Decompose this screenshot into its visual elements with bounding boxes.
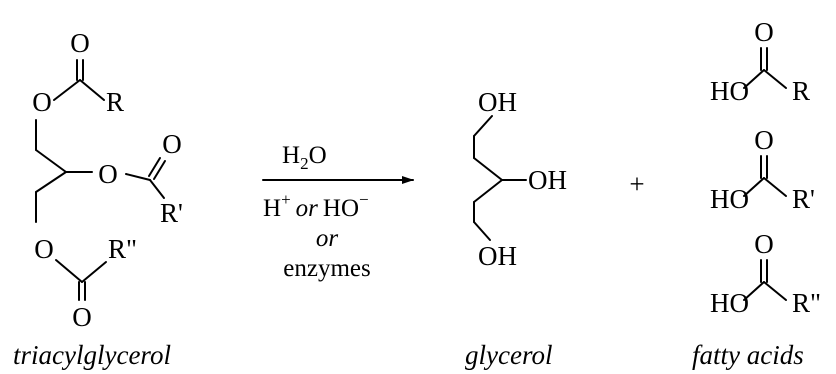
atom-oh-top: OH [478,87,517,117]
triacylglycerol-caption: triacylglycerol [13,340,171,370]
fatty-acids-caption: fatty acids [692,340,804,370]
atom-r1: R [106,87,124,117]
enzyme-catalyst: enzymes [283,255,370,282]
atom-o3-carbonyl: O [72,302,92,332]
bond-c-r-1 [763,69,787,89]
atom-o2-ester: O [98,159,118,189]
glycerol-structure: OH OH OH glycerol [465,87,567,370]
atom-r2: R' [160,198,183,228]
bond-c-r-3 [763,281,787,301]
triacylglycerol-structure: O O R O O R' O R" O triacylglycerol [13,28,183,370]
fatty-acids-structure: O HO R O HO R' O HO R" fatty acids [692,17,821,370]
atom-ho-3: HO [710,288,749,318]
fatty-acid-3: O HO R" [710,229,821,318]
bond-ho-c-2 [743,177,765,197]
triacylglycerol-atoms: O O R O O R' O R" O [32,28,183,332]
atom-oh-bottom: OH [478,241,517,271]
glycerol-bonds [473,115,527,241]
double-bond-c-o2-a [148,157,161,177]
atom-o2-carbonyl: O [162,129,182,159]
bond-c5-oh-bottom [473,221,491,241]
glycerol-caption: glycerol [465,340,552,370]
double-bond-c-o2-b [153,160,166,180]
atom-r-2: R' [792,184,815,214]
atom-oh-mid: OH [528,165,567,195]
bond-o2-c [125,173,151,181]
atom-o1-ester: O [32,87,52,117]
atom-ho-1: HO [710,76,749,106]
bond-o3-c [55,259,83,283]
atom-r3: R" [108,234,137,264]
fatty-acid-1: O HO R [710,17,810,106]
atom-o3-ester: O [34,234,54,264]
atom-o1-carbonyl: O [70,28,90,58]
bond-ho-c-3 [743,281,765,301]
reagent-water: H2O [282,142,327,173]
bond-c2-c3 [473,157,503,181]
plus-sign: + [629,169,644,199]
bond-c-r2 [149,179,165,199]
bond-oh-top-c1 [473,115,493,137]
atom-r-3: R" [792,288,821,318]
bond-o1-c [53,79,81,101]
bond-c3-c4 [35,171,67,193]
triacylglycerol-bonds [35,59,166,301]
bond-c2-c3 [35,149,67,173]
bond-ho-c-1 [743,69,765,89]
fatty-acid-2: O HO R' [710,125,815,214]
alternative-joiner: or [316,225,339,252]
atom-r-1: R [792,76,810,106]
bond-c-r1 [79,79,105,101]
bond-c-r-2 [763,177,787,197]
atom-carbonyl-o-2: O [754,125,774,155]
bond-c-r3 [81,261,107,283]
atom-carbonyl-o-1: O [754,17,774,47]
atom-carbonyl-o-3: O [754,229,774,259]
atom-ho-2: HO [710,184,749,214]
bond-c3-c4 [473,179,503,203]
